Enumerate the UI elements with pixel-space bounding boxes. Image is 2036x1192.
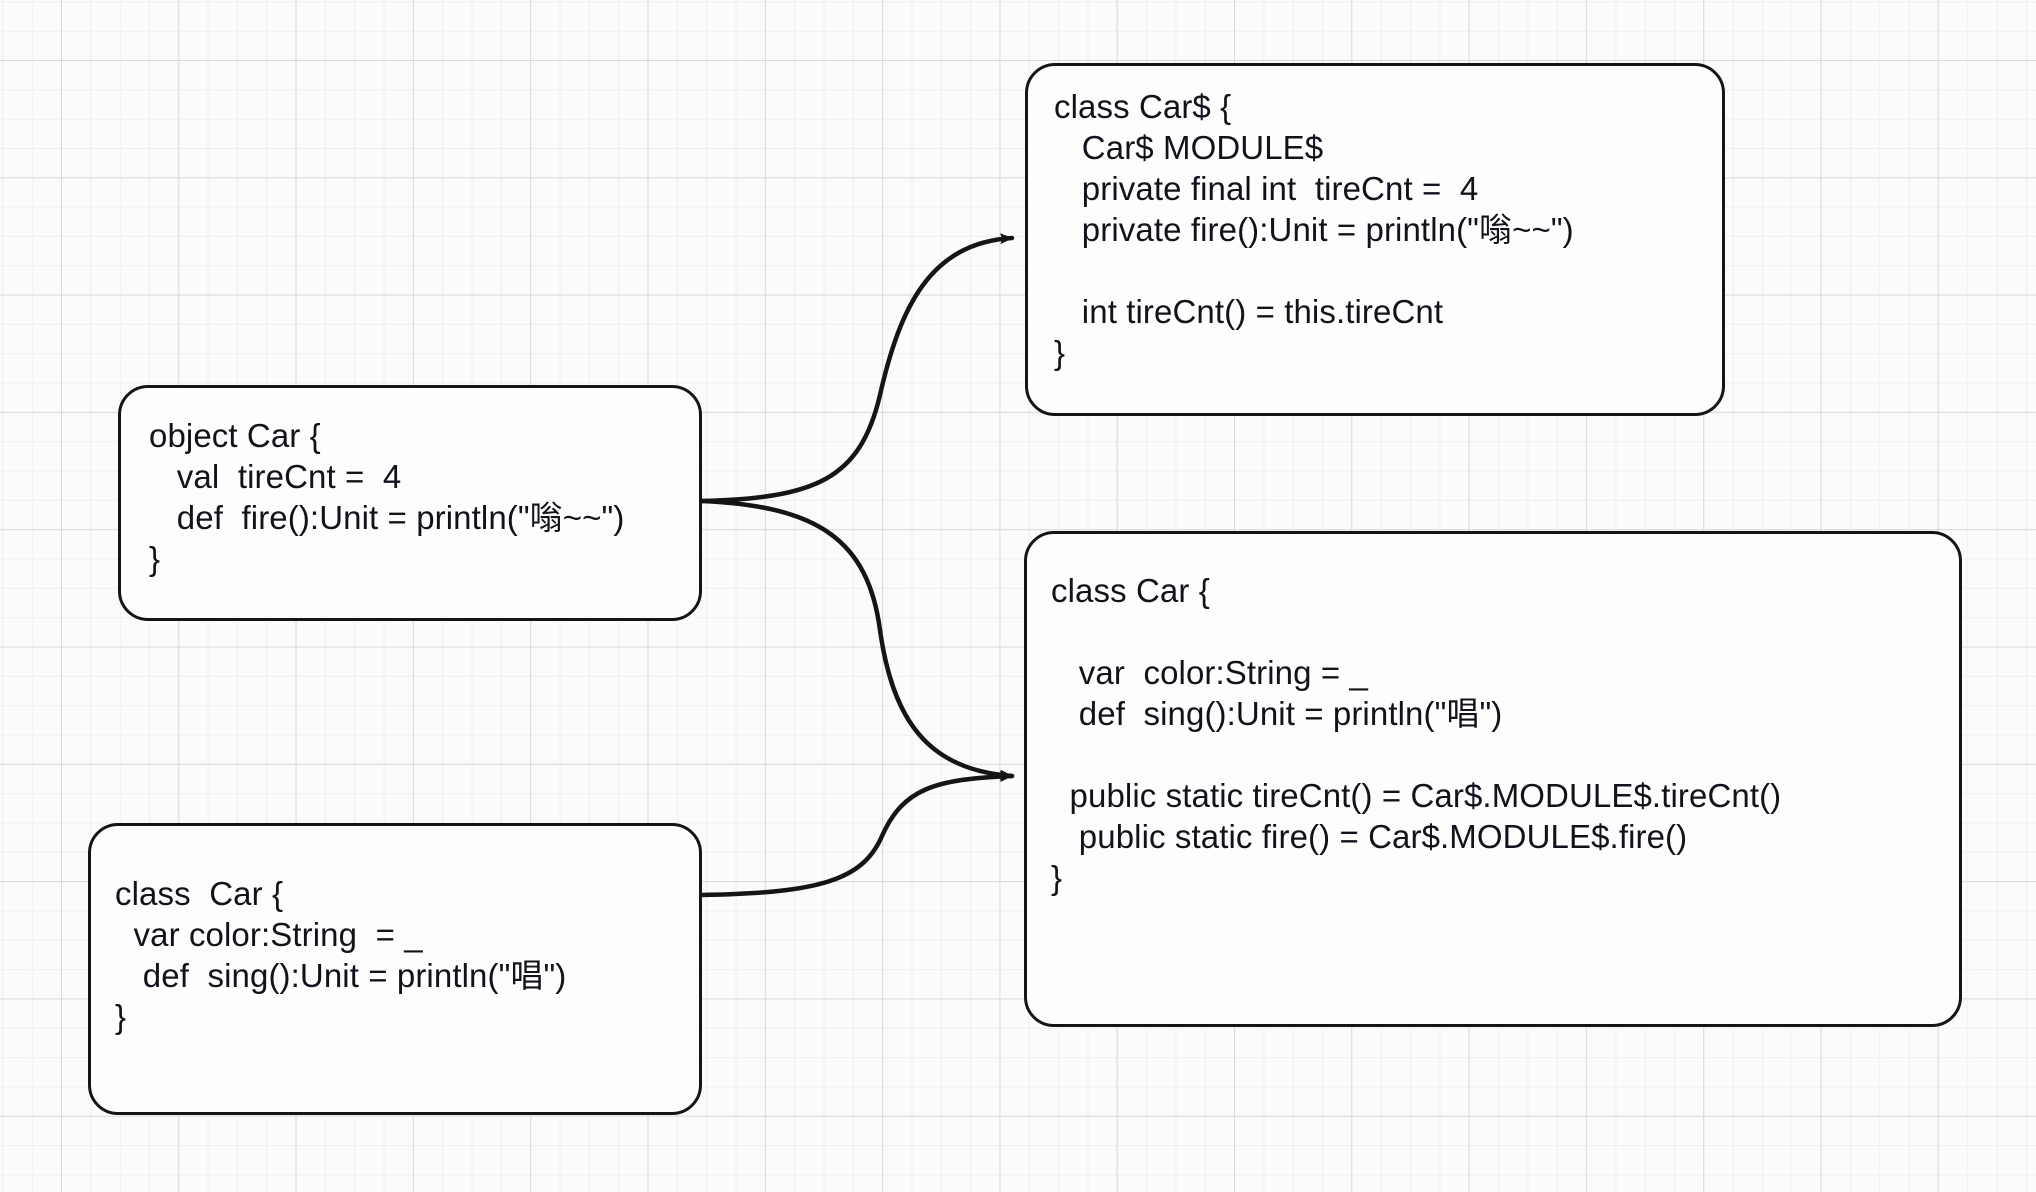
node-class-car-source-code: class Car { var color:String = _ def sin… <box>115 875 567 1035</box>
node-object-car[interactable]: object Car { val tireCnt = 4 def fire():… <box>118 385 702 621</box>
node-class-car-dollar[interactable]: class Car$ { Car$ MODULE$ private final … <box>1025 63 1725 416</box>
node-object-car-code: object Car { val tireCnt = 4 def fire():… <box>149 417 625 577</box>
node-class-car-source[interactable]: class Car { var color:String = _ def sin… <box>88 823 702 1115</box>
edge-object-car-to-class-car-dollar <box>699 233 1015 504</box>
edge-class-car-source-to-class-car-java <box>699 770 1015 898</box>
node-class-car-dollar-code: class Car$ { Car$ MODULE$ private final … <box>1054 88 1574 371</box>
node-class-car-java[interactable]: class Car { var color:String = _ def sin… <box>1024 531 1962 1027</box>
node-class-car-java-code: class Car { var color:String = _ def sin… <box>1051 572 1782 896</box>
edge-object-car-to-class-car-java <box>699 498 1015 781</box>
